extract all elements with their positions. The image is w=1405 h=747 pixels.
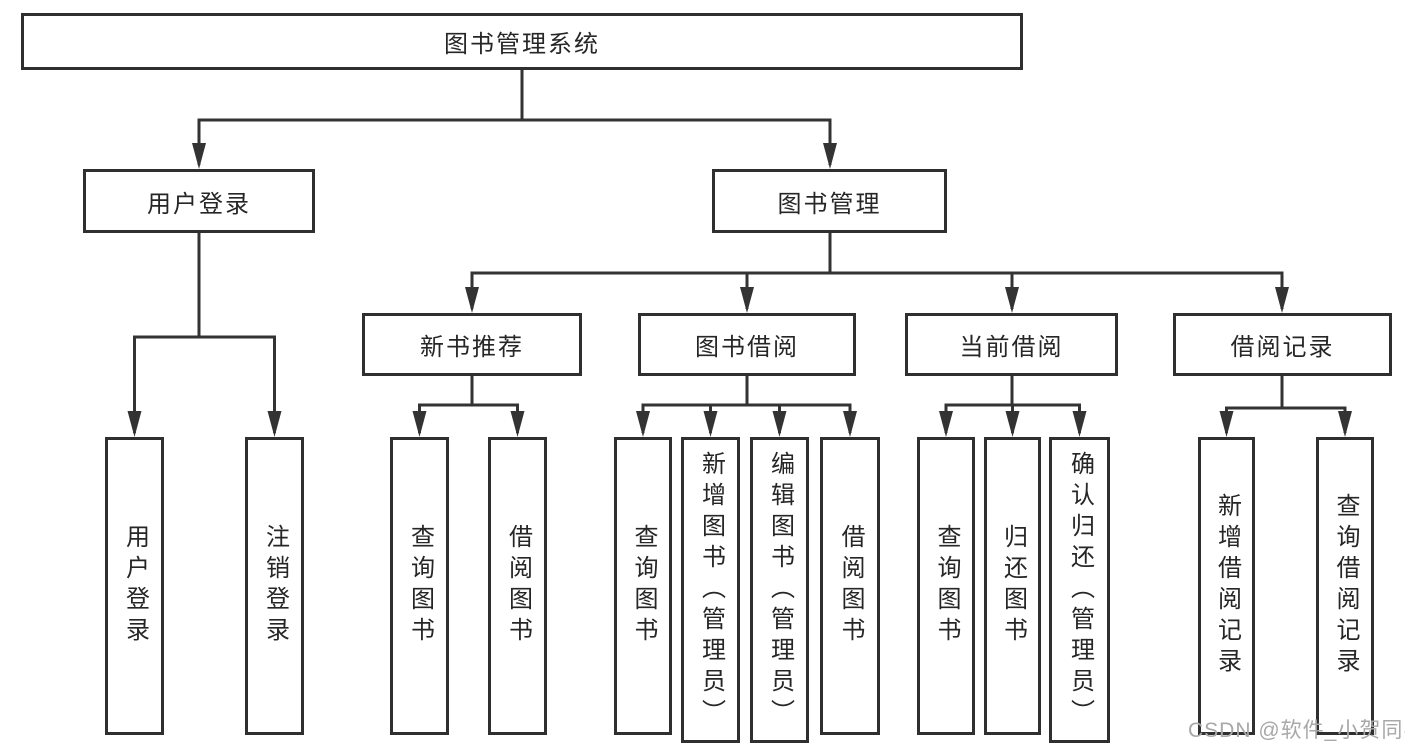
node-user-login-label: 用户登录 <box>147 190 251 218</box>
node-borrow-records-label: 借阅记录 <box>1230 334 1335 361</box>
leaf-edit-books-admin-label: 编辑图书（管理员） <box>766 450 794 730</box>
node-borrow-records: 借阅记录 <box>1173 313 1392 376</box>
node-book-borrow: 图书借阅 <box>638 313 856 376</box>
leaf-user-login-label: 用户登录 <box>121 524 149 648</box>
leaf-newbook-query-books-label: 查询图书 <box>406 524 434 648</box>
leaf-logout: 注销登录 <box>245 437 304 735</box>
node-root: 图书管理系统 <box>21 13 1023 70</box>
node-new-book-recommend: 新书推荐 <box>362 313 582 376</box>
leaf-query-borrow-record: 查询借阅记录 <box>1316 437 1374 735</box>
node-book-borrow-label: 图书借阅 <box>695 334 799 361</box>
leaf-add-books-admin: 新增图书（管理员） <box>681 437 740 743</box>
leaf-add-books-admin-label: 新增图书（管理员） <box>697 450 725 730</box>
leaf-borrow-query-books-label: 查询图书 <box>630 524 657 648</box>
leaf-newbook-query-books: 查询图书 <box>390 437 449 735</box>
leaf-confirm-return-admin: 确认归还（管理员） <box>1049 437 1110 743</box>
arrowheads <box>127 143 1352 437</box>
node-book-management: 图书管理 <box>712 169 947 233</box>
leaf-add-borrow-record: 新增借阅记录 <box>1198 437 1255 735</box>
leaf-query-borrow-record-label: 查询借阅记录 <box>1332 493 1359 679</box>
leaf-borrow-books: 借阅图书 <box>820 437 880 735</box>
leaf-borrow-books-label: 借阅图书 <box>837 524 864 648</box>
leaf-user-login: 用户登录 <box>105 437 164 735</box>
leaf-current-query-books-label: 查询图书 <box>933 524 960 648</box>
leaf-confirm-return-admin-label: 确认归还（管理员） <box>1066 450 1094 730</box>
leaf-borrow-query-books: 查询图书 <box>614 437 672 735</box>
leaf-logout-label: 注销登录 <box>261 524 289 648</box>
node-current-borrow-label: 当前借阅 <box>959 334 1064 361</box>
leaf-newbook-borrow-books-label: 借阅图书 <box>504 524 532 648</box>
leaf-return-books-label: 归还图书 <box>999 524 1027 648</box>
node-book-management-label: 图书管理 <box>777 190 882 218</box>
node-root-label: 图书管理系统 <box>444 31 600 58</box>
leaf-add-borrow-record-label: 新增借阅记录 <box>1213 493 1241 679</box>
csdn-watermark: CSDN @软件_小贺同学 <box>1188 719 1405 742</box>
leaf-newbook-borrow-books: 借阅图书 <box>488 437 547 735</box>
node-user-login: 用户登录 <box>83 169 315 233</box>
node-new-book-recommend-label: 新书推荐 <box>420 334 524 361</box>
leaf-return-books: 归还图书 <box>984 437 1041 735</box>
leaf-current-query-books: 查询图书 <box>917 437 975 735</box>
leaf-edit-books-admin: 编辑图书（管理员） <box>750 437 809 743</box>
node-current-borrow: 当前借阅 <box>905 313 1118 376</box>
